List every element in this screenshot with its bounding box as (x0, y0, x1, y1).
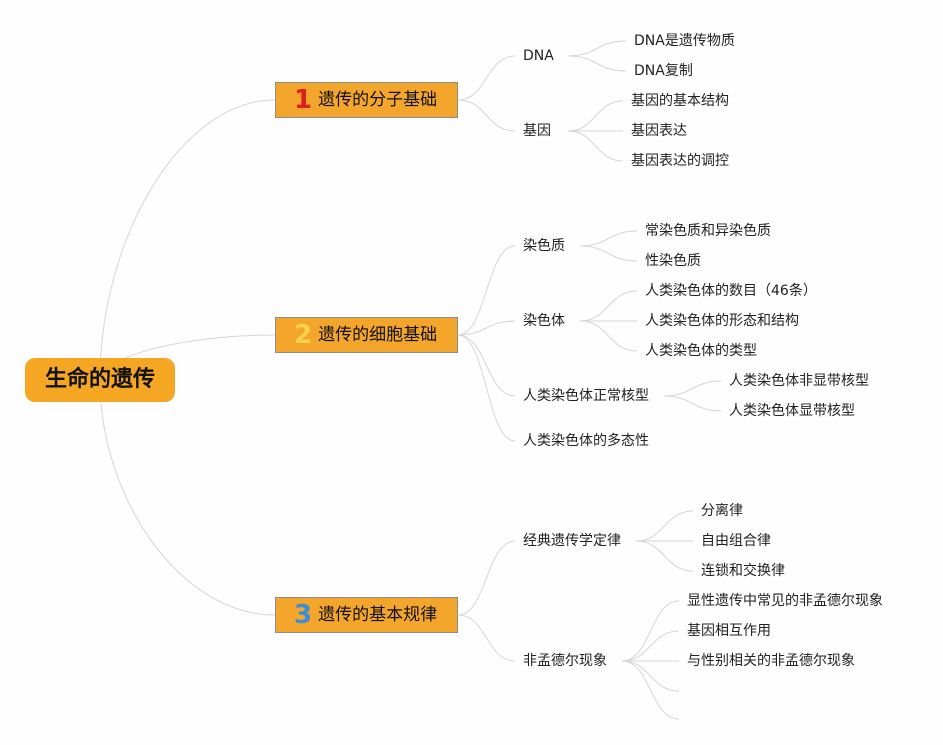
branch-link (457, 614, 516, 662)
root-node[interactable]: 生命的遗传 (25, 358, 175, 402)
node-gene[interactable]: 基因 (523, 123, 551, 139)
branch-link (457, 320, 516, 336)
leaf-gene-expression[interactable]: 基因表达 (631, 123, 687, 139)
branch-label: 遗传的基本规律 (318, 604, 438, 625)
root-link (99, 379, 276, 616)
leaf-link (567, 100, 624, 132)
leaf-gene-structure[interactable]: 基因的基本结构 (631, 93, 729, 109)
leaf-link (579, 290, 638, 322)
leaf-dominant-non-mendelian[interactable]: 显性遗传中常见的非孟德尔现象 (687, 593, 883, 609)
branch-label: 遗传的分子基础 (318, 89, 438, 110)
leaf-segregation-law[interactable]: 分离律 (701, 503, 743, 519)
branch-link (457, 334, 516, 397)
leaf-dna-replication[interactable]: DNA复制 (634, 63, 693, 79)
leaf-link (579, 245, 638, 262)
leaf-link (621, 600, 680, 662)
branch-molecular-basis[interactable]: 1 遗传的分子基础 (275, 82, 458, 118)
node-dna[interactable]: DNA (523, 48, 554, 64)
node-normal-karyotype[interactable]: 人类染色体正常核型 (523, 388, 649, 404)
leaf-link (567, 40, 627, 57)
branch-label: 遗传的细胞基础 (318, 324, 438, 345)
branch-number-2: 2 (294, 320, 313, 350)
root-link (99, 99, 276, 381)
node-non-mendelian[interactable]: 非孟德尔现象 (523, 653, 607, 669)
leaf-link (567, 130, 624, 162)
leaf-link (621, 660, 680, 720)
branch-link (457, 55, 516, 101)
branch-basic-laws[interactable]: 3 遗传的基本规律 (275, 597, 458, 633)
node-chromosome[interactable]: 染色体 (523, 313, 565, 329)
leaf-link (621, 660, 680, 692)
leaf-link (635, 510, 694, 542)
leaf-chromosome-types[interactable]: 人类染色体的类型 (645, 343, 757, 359)
leaf-link (635, 540, 694, 572)
branch-number-1: 1 (294, 85, 313, 115)
leaf-chromosome-morphology[interactable]: 人类染色体的形态和结构 (645, 313, 799, 329)
branch-link (457, 540, 516, 616)
leaf-chromosome-number[interactable]: 人类染色体的数目（46条） (645, 283, 817, 299)
leaf-link (579, 320, 638, 352)
leaf-link (663, 380, 722, 397)
leaf-non-banded-karyotype[interactable]: 人类染色体非显带核型 (729, 373, 869, 389)
node-classical-laws[interactable]: 经典遗传学定律 (523, 533, 621, 549)
leaf-sex-related-non-mendelian[interactable]: 与性别相关的非孟德尔现象 (687, 653, 855, 669)
leaf-sex-chromatin[interactable]: 性染色质 (645, 253, 701, 269)
leaf-euchromatin-heterochromatin[interactable]: 常染色质和异染色质 (645, 223, 771, 239)
leaf-link (621, 630, 680, 662)
branch-link (457, 334, 516, 442)
branch-number-3: 3 (294, 600, 313, 630)
leaf-banded-karyotype[interactable]: 人类染色体显带核型 (729, 403, 855, 419)
leaf-gene-interaction[interactable]: 基因相互作用 (687, 623, 771, 639)
leaf-linkage-crossover[interactable]: 连锁和交换律 (701, 563, 785, 579)
leaf-gene-expression-regulation[interactable]: 基因表达的调控 (631, 153, 729, 169)
leaf-link (579, 230, 638, 247)
leaf-link (567, 55, 627, 72)
node-chromosome-polymorphism[interactable]: 人类染色体的多态性 (523, 433, 649, 449)
leaf-independent-assortment[interactable]: 自由组合律 (701, 533, 771, 549)
leaf-link (663, 395, 722, 412)
leaf-dna-genetic-material[interactable]: DNA是遗传物质 (634, 33, 735, 49)
branch-cellular-basis[interactable]: 2 遗传的细胞基础 (275, 317, 458, 353)
branch-link (457, 99, 516, 132)
branch-link (457, 245, 516, 336)
node-chromatin[interactable]: 染色质 (523, 238, 565, 254)
